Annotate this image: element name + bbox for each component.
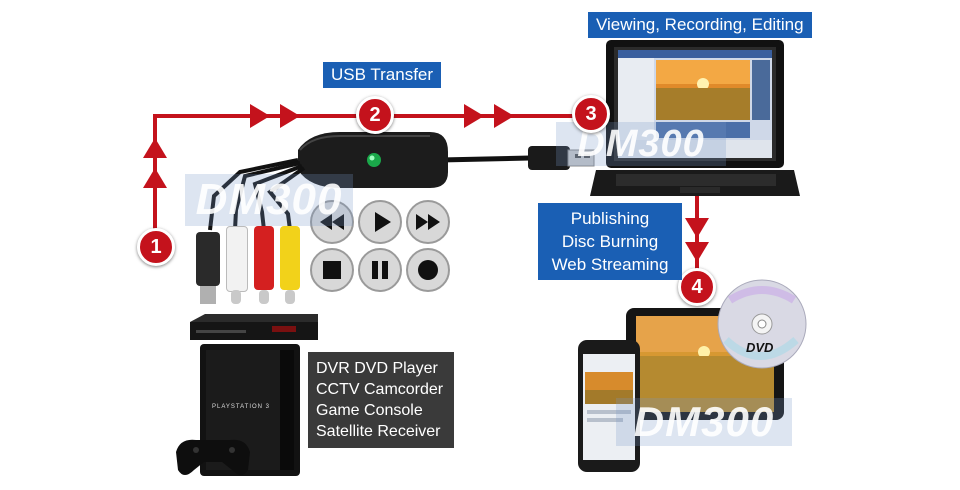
usb-transfer-label: USB Transfer bbox=[323, 62, 442, 88]
pause-icon bbox=[358, 248, 402, 292]
web-streaming-line: Web Streaming bbox=[551, 255, 669, 274]
record-icon bbox=[406, 248, 450, 292]
rewind-icon bbox=[310, 200, 354, 244]
play-icon bbox=[358, 200, 402, 244]
viewing-recording-editing-label: Viewing, Recording, Editing bbox=[588, 12, 812, 38]
publishing-line: Publishing bbox=[570, 209, 650, 228]
fast-forward-icon bbox=[406, 200, 450, 244]
source-dvr-dvd: DVR DVD Player bbox=[316, 360, 438, 377]
red-jack-tip bbox=[259, 290, 269, 304]
step-4-badge: 4 bbox=[678, 268, 716, 306]
dvd-logo-text: DVD bbox=[746, 340, 774, 355]
disc-burning-line: Disc Burning bbox=[561, 232, 659, 251]
source-satellite-receiver: Satellite Receiver bbox=[316, 423, 441, 440]
source-cctv-camcorder: CCTV Camcorder bbox=[316, 381, 444, 398]
step-2-badge: 2 bbox=[356, 96, 394, 134]
sources-label-box: DVR DVD Player CCTV Camcorder Game Conso… bbox=[308, 352, 454, 448]
white-jack-tip bbox=[231, 290, 241, 304]
step-1-badge: 1 bbox=[137, 228, 175, 266]
watermark-top-left: DM300 bbox=[185, 174, 353, 226]
stop-icon bbox=[310, 248, 354, 292]
publishing-label-box: Publishing Disc Burning Web Streaming bbox=[538, 203, 682, 280]
step-3-badge: 3 bbox=[572, 95, 610, 133]
console-brand-text: PLAYSTATION 3 bbox=[212, 404, 271, 410]
yellow-video-jack bbox=[280, 226, 300, 290]
yellow-jack-tip bbox=[285, 290, 295, 304]
red-audio-jack bbox=[254, 226, 274, 290]
watermark-bottom-right: DM300 bbox=[616, 398, 792, 446]
source-game-console: Game Console bbox=[316, 402, 423, 419]
